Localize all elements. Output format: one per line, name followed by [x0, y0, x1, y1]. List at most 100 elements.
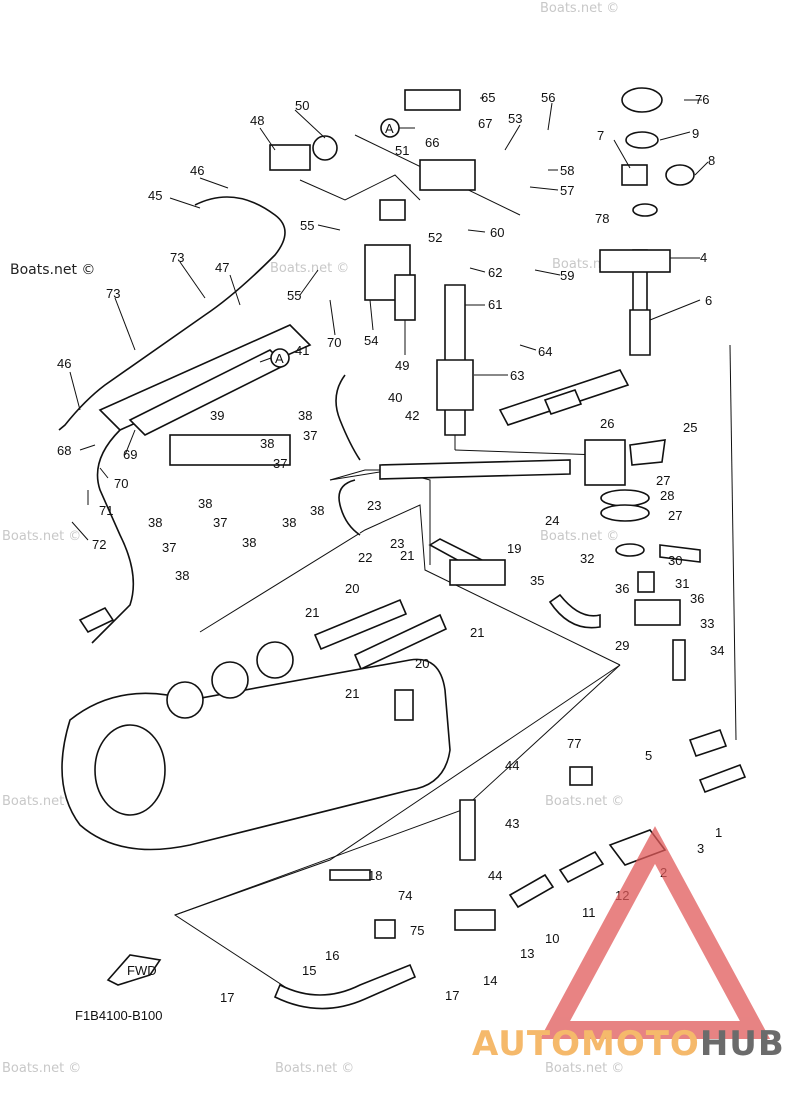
label-71: 71: [99, 503, 113, 518]
label-54: 54: [364, 333, 378, 348]
part-65: [404, 89, 461, 111]
label-1: 1: [715, 825, 722, 840]
label-40: 40: [388, 390, 402, 405]
label-64: 64: [538, 344, 552, 359]
label-25: 25: [683, 420, 697, 435]
watermark-boatsnet: Boats.net ©: [10, 262, 95, 278]
part-24: [584, 439, 626, 486]
label-23-upper: 23: [367, 498, 381, 513]
part-25: [629, 439, 666, 466]
label-36-left: 36: [615, 581, 629, 596]
part-27: [600, 504, 650, 522]
label-13: 13: [520, 946, 534, 961]
label-22: 22: [358, 550, 372, 565]
part-seal: [632, 203, 658, 217]
label-38-b: 38: [260, 436, 274, 451]
label-5: 5: [645, 748, 652, 763]
part-74: [374, 919, 396, 939]
svg-text:Boats.net ©: Boats.net ©: [270, 261, 349, 276]
fittings: [169, 87, 695, 939]
label-68: 68: [57, 443, 71, 458]
part-50: [312, 135, 338, 161]
label-9: 9: [692, 126, 699, 141]
exhaust-manifold: [61, 641, 451, 851]
label-73-left: 73: [106, 286, 120, 301]
label-21-d: 21: [345, 686, 359, 701]
label-46-top: 46: [190, 163, 204, 178]
label-26: 26: [600, 416, 614, 431]
callout-a: A A: [259, 118, 415, 368]
part-49: [394, 274, 416, 321]
label-31: 31: [675, 576, 689, 591]
label-42: 42: [405, 408, 419, 423]
part-14: [454, 909, 496, 931]
label-38-f: 38: [242, 535, 256, 550]
label-28: 28: [660, 488, 674, 503]
label-3: 3: [697, 841, 704, 856]
label-27-upper: 27: [656, 473, 670, 488]
svg-text:Boats.net ©: Boats.net ©: [545, 794, 624, 809]
part-77: [569, 766, 593, 786]
label-56: 56: [541, 90, 555, 105]
svg-text:Boats.net ©: Boats.net ©: [275, 1061, 354, 1076]
label-70-mid: 70: [327, 335, 341, 350]
label-29: 29: [615, 638, 629, 653]
label-62: 62: [488, 265, 502, 280]
label-37-a: 37: [303, 428, 317, 443]
label-69: 69: [123, 447, 137, 462]
label-44-upper: 44: [505, 758, 519, 773]
svg-text:Boats.net ©: Boats.net ©: [2, 529, 81, 544]
svg-text:Boats.net ©: Boats.net ©: [540, 1, 619, 16]
label-61: 61: [488, 297, 502, 312]
label-15: 15: [302, 963, 316, 978]
label-41: 41: [295, 343, 309, 358]
leader-lines: [69, 97, 709, 541]
label-51: 51: [395, 143, 409, 158]
label-37-b: 37: [273, 456, 287, 471]
svg-text:A: A: [275, 351, 284, 366]
label-32: 32: [580, 551, 594, 566]
label-63: 63: [510, 368, 524, 383]
part-19: [449, 559, 506, 586]
label-21-c: 21: [470, 625, 484, 640]
fwd-label: FWD: [127, 963, 157, 978]
label-23-lower: 23: [390, 536, 404, 551]
part-33: [672, 639, 686, 681]
part-31: [637, 571, 655, 593]
svg-text:Boats.net ©: Boats.net ©: [2, 794, 81, 809]
label-47: 47: [215, 260, 229, 275]
label-38-c: 38: [310, 503, 324, 518]
brand-logo: AUTOMOTOHUB: [472, 826, 785, 1064]
svg-text:Boats.net ©: Boats.net ©: [2, 1061, 81, 1076]
part-52: [379, 199, 406, 221]
svg-text:Boats.net ©: Boats.net ©: [545, 1061, 624, 1076]
part-4: [599, 249, 671, 273]
label-43: 43: [505, 816, 519, 831]
label-20-upper: 20: [345, 581, 359, 596]
part-76: [621, 87, 663, 113]
part-18: [329, 869, 371, 881]
label-24: 24: [545, 513, 559, 528]
part-28: [600, 489, 650, 507]
label-38-g: 38: [282, 515, 296, 530]
label-73-top: 73: [170, 250, 184, 265]
label-49: 49: [395, 358, 409, 373]
label-65: 65: [481, 90, 495, 105]
svg-text:Boats.net ©: Boats.net ©: [540, 529, 619, 544]
part-8: [665, 164, 695, 186]
label-67: 67: [478, 116, 492, 131]
brand-text: AUTOMOTOHUB: [472, 1024, 785, 1064]
label-21-b: 21: [305, 605, 319, 620]
label-76: 76: [695, 92, 709, 107]
label-37-c: 37: [213, 515, 227, 530]
label-37-d: 37: [162, 540, 176, 555]
label-34: 34: [710, 643, 724, 658]
label-38-a: 38: [298, 408, 312, 423]
label-53: 53: [508, 111, 522, 126]
label-4: 4: [700, 250, 707, 265]
label-38-e: 38: [148, 515, 162, 530]
label-8: 8: [708, 153, 715, 168]
label-17-right: 17: [445, 988, 459, 1003]
part-9: [625, 131, 659, 149]
part-7: [621, 164, 648, 186]
